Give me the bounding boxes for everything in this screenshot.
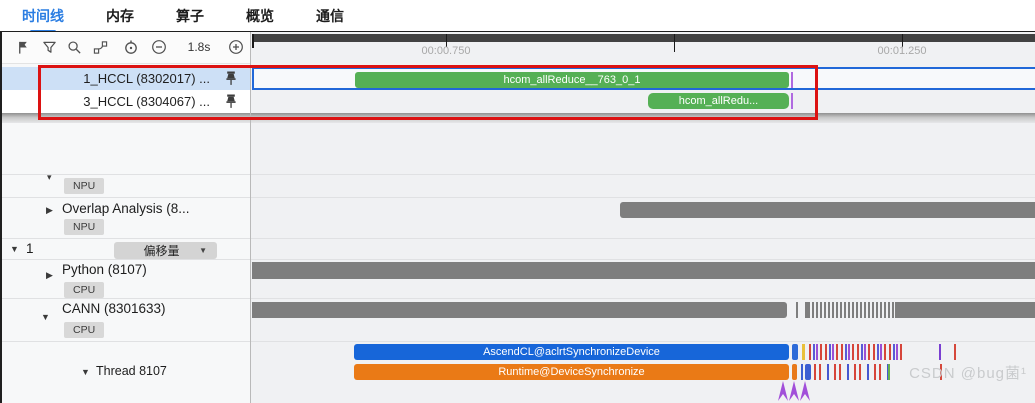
expanded-icon[interactable]: ▼: [41, 312, 50, 322]
timeline-ruler[interactable]: [252, 34, 1035, 42]
highlight-annotation: [38, 65, 818, 120]
pinned-row-3-hccl[interactable]: 3_HCCL (8304067) ...: [2, 90, 250, 113]
top-tab-bar: 时间线 内存 算子 概览 通信: [0, 0, 1035, 31]
event-tick[interactable]: [940, 364, 942, 380]
ruler-tick: [902, 34, 903, 47]
track-name: 3_HCCL (8304067) ...: [83, 94, 210, 109]
tab-communication[interactable]: 通信: [316, 7, 344, 24]
cann-activity-bar[interactable]: [895, 302, 1035, 318]
event-runtime-synchronize[interactable]: Runtime@DeviceSynchronize: [354, 364, 789, 380]
zoom-level-readout: 1.8s: [187, 40, 211, 54]
tab-overview[interactable]: 概览: [246, 7, 274, 24]
flow-marker[interactable]: [791, 93, 793, 109]
event-tick[interactable]: [792, 364, 797, 380]
event-cluster[interactable]: [814, 364, 894, 380]
track-name: CANN (8301633): [62, 301, 166, 316]
overlap-activity-bar[interactable]: [620, 202, 1035, 218]
row-separator: [2, 197, 1035, 198]
event-hcom-allreduce-3[interactable]: hcom_allRedu...: [648, 93, 789, 109]
timer-icon[interactable]: [122, 38, 140, 56]
watermark: CSDN @bug菌¹: [909, 365, 1027, 382]
npu-badge: NPU: [64, 219, 105, 235]
search-icon[interactable]: [65, 38, 83, 56]
group-index: 1: [26, 241, 34, 256]
cann-activity-bar[interactable]: [252, 302, 787, 318]
timeline-panel: 1.8s 00:00.750 00:01.250 1_HCCL (8302017…: [0, 31, 1035, 403]
cann-event-cluster[interactable]: [812, 302, 895, 318]
zoom-in-icon[interactable]: [227, 38, 245, 56]
flow-events-icon[interactable]: [91, 38, 109, 56]
ruler-tick: [446, 34, 447, 47]
track-name: 1_HCCL (8302017) ...: [83, 71, 210, 86]
expanded-icon[interactable]: ▼: [81, 367, 90, 377]
event-tick[interactable]: [802, 344, 805, 360]
tab-timeline[interactable]: 时间线: [20, 0, 66, 32]
flow-marker[interactable]: [791, 72, 793, 88]
cpu-badge: CPU: [64, 322, 105, 338]
collapsed-icon[interactable]: ▶: [46, 270, 53, 280]
offset-dropdown[interactable]: 偏移量 ▼: [114, 242, 217, 259]
event-tick[interactable]: [888, 364, 890, 380]
row-separator: [2, 259, 1035, 260]
panel-divider[interactable]: [250, 32, 251, 403]
python-activity-bar[interactable]: [252, 262, 1035, 279]
expanded-icon[interactable]: ▼: [10, 244, 19, 254]
track-name: Python (8107): [62, 262, 147, 277]
event-hcom-allreduce-1[interactable]: hcom_allReduce__763_0_1: [355, 72, 789, 88]
cann-event-tick[interactable]: [805, 302, 810, 318]
event-tick[interactable]: [954, 344, 956, 360]
collapsed-icon[interactable]: ▶: [46, 205, 53, 215]
pin-icon[interactable]: [224, 70, 238, 86]
tab-memory[interactable]: 内存: [106, 7, 134, 24]
pinned-row-1-hccl[interactable]: 1_HCCL (8302017) ...: [2, 67, 250, 90]
chevron-down-icon: ▼: [199, 246, 207, 255]
flow-arrows-icon: [777, 381, 811, 403]
row-separator: [2, 341, 1035, 342]
event-tick[interactable]: [792, 344, 798, 360]
flag-icon[interactable]: [14, 38, 32, 56]
event-cluster[interactable]: [809, 344, 902, 360]
cann-event-tick[interactable]: [796, 302, 798, 318]
expand-icon[interactable]: ▾: [47, 172, 52, 182]
track-name: Overlap Analysis (8...: [62, 201, 190, 216]
row-separator: [2, 298, 1035, 299]
pin-icon[interactable]: [224, 93, 238, 109]
cpu-badge: CPU: [64, 282, 105, 298]
row-separator: [2, 174, 1035, 175]
filter-icon[interactable]: [40, 38, 58, 56]
track-name: Thread 8107: [96, 364, 167, 378]
tab-operator[interactable]: 算子: [176, 7, 204, 24]
event-tick[interactable]: [801, 364, 803, 380]
event-tick[interactable]: [939, 344, 941, 360]
ruler-label-2: 00:01.250: [877, 45, 927, 57]
row-separator: [2, 238, 1035, 239]
ruler-tick: [674, 34, 675, 52]
ruler-corner: [252, 34, 254, 48]
zoom-out-icon[interactable]: [150, 38, 168, 56]
npu-badge: NPU: [64, 178, 105, 194]
event-tick[interactable]: [805, 364, 811, 380]
event-ascendcl-synchronize[interactable]: AscendCL@aclrtSynchronizeDevice: [354, 344, 789, 360]
ruler-label-1: 00:00.750: [421, 45, 471, 57]
offset-dropdown-label: 偏移量: [143, 244, 180, 258]
